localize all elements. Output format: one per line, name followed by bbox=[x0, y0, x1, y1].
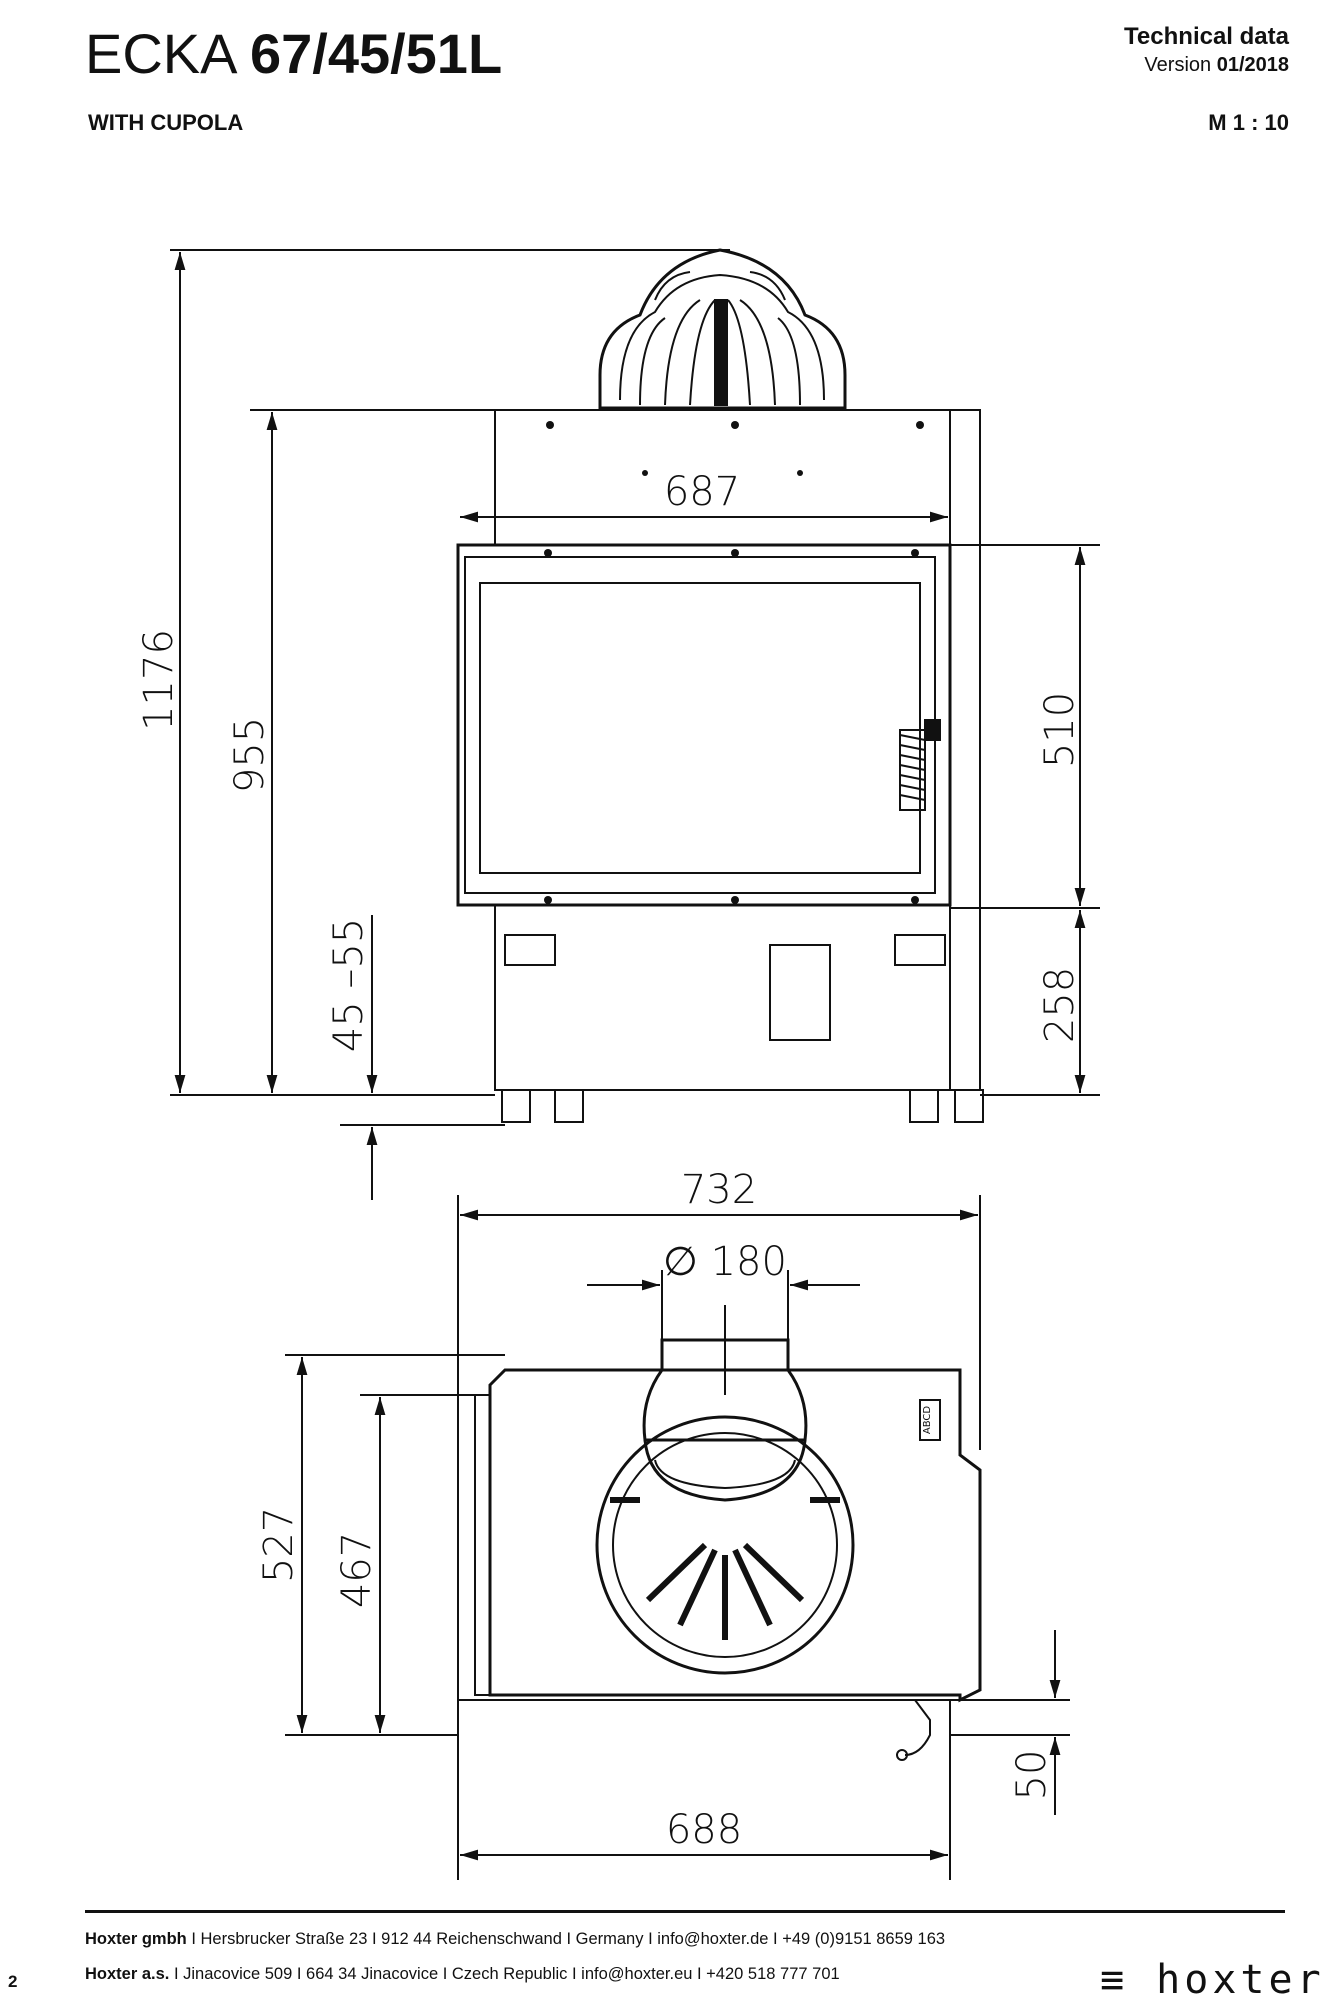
page-number: 2 bbox=[8, 1972, 18, 1991]
dim-door-height: 510 bbox=[1037, 692, 1083, 768]
dim-door-width: 687 bbox=[664, 469, 740, 515]
model-prefix: ECKA bbox=[85, 22, 235, 85]
dim-bottom-width: 688 bbox=[666, 1807, 742, 1853]
dim-body-height: 955 bbox=[227, 717, 273, 793]
side-panel bbox=[949, 409, 981, 1091]
top-body bbox=[488, 1368, 982, 1703]
top-dimensions bbox=[285, 1195, 1070, 1880]
ribs-icon bbox=[610, 1497, 840, 1640]
cupola-icon bbox=[598, 248, 847, 410]
flue-ring-outer bbox=[595, 1415, 855, 1675]
dim-depth-total: 527 bbox=[256, 1507, 302, 1583]
bracket-left bbox=[504, 934, 556, 966]
glass-panel bbox=[479, 582, 921, 874]
top-front-edge bbox=[474, 1394, 491, 1696]
model-number: 67/45/51L bbox=[249, 22, 503, 85]
hoxter-logo: ≡ hoxter bbox=[1100, 1957, 1325, 2003]
version-value: 01/2018 bbox=[1216, 54, 1289, 76]
scale-label: M 1 : 10 bbox=[1208, 110, 1289, 135]
dim-total-height: 1176 bbox=[136, 629, 182, 731]
version-line: Version 01/2018 bbox=[1124, 52, 1289, 78]
feet bbox=[501, 1089, 984, 1123]
footer-address-2: I Jinacovice 509 I 664 34 Jinacovice I C… bbox=[169, 1965, 840, 1983]
footer-company-1: Hoxter gmbh bbox=[85, 1930, 187, 1948]
top-view: ABCD bbox=[458, 1338, 982, 1761]
bracket-right bbox=[894, 934, 946, 966]
label-plate-text: ABCD bbox=[922, 1406, 933, 1435]
footer-line-1: Hoxter gmbh I Hersbrucker Straße 23 I 91… bbox=[85, 1928, 945, 1950]
door-frame bbox=[456, 543, 952, 907]
lower-housing bbox=[494, 904, 951, 1091]
version-label: Version bbox=[1144, 54, 1212, 76]
dim-base-height: 258 bbox=[1037, 967, 1083, 1043]
doc-info: Technical data Version 01/2018 bbox=[1124, 22, 1289, 78]
door-handle-icon bbox=[899, 719, 941, 811]
variant-label: WITH CUPOLA bbox=[88, 110, 244, 135]
door-outer bbox=[464, 556, 936, 894]
dim-bottom-offset: 50 bbox=[1009, 1750, 1055, 1801]
doc-type: Technical data bbox=[1124, 23, 1289, 50]
model-title: ECKA 67/45/51L bbox=[85, 22, 502, 86]
footer-rule bbox=[85, 1910, 1285, 1913]
dim-top-width: 732 bbox=[681, 1167, 757, 1213]
air-control bbox=[769, 944, 831, 1041]
dim-feet-adjust: 45 –55 bbox=[326, 918, 372, 1053]
dim-flue-diameter: ∅ 180 bbox=[663, 1239, 787, 1285]
footer-address-1: I Hersbrucker Straße 23 I 912 44 Reichen… bbox=[186, 1930, 946, 1948]
front-dimensions bbox=[170, 249, 1100, 1200]
label-plate bbox=[919, 1399, 941, 1441]
dim-depth-body: 467 bbox=[334, 1532, 380, 1608]
footer-company-2: Hoxter a.s. bbox=[85, 1965, 170, 1983]
footer-line-2: Hoxter a.s. I Jinacovice 509 I 664 34 Ji… bbox=[85, 1963, 840, 1985]
front-view bbox=[456, 248, 984, 1123]
flue-ring-inner bbox=[612, 1432, 838, 1658]
lever-icon bbox=[904, 1699, 931, 1756]
rivets bbox=[544, 421, 924, 904]
